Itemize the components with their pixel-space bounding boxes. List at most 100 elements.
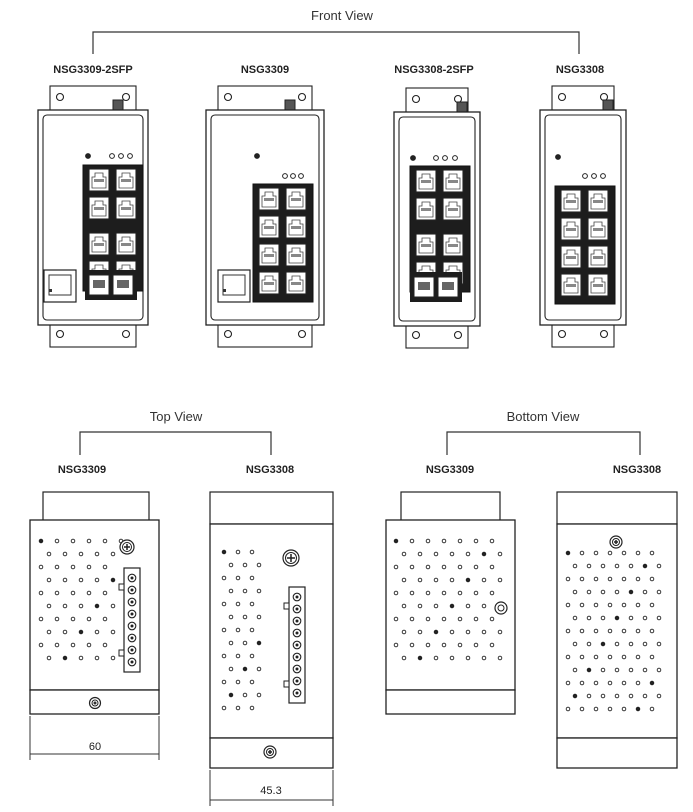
mounting-hole xyxy=(55,92,65,102)
rj45-port-pins xyxy=(593,228,603,231)
rj45-port-pins xyxy=(421,244,431,247)
bottom-view-title: Bottom View xyxy=(506,409,580,424)
rj45-port-pins xyxy=(448,244,458,247)
vent-hole xyxy=(607,654,613,660)
rj45-port-contacts xyxy=(118,236,134,253)
terminal-pin-center xyxy=(130,636,134,640)
device-nsg3308-top xyxy=(209,491,334,769)
rj45-port-pins xyxy=(264,198,274,201)
vent-hole xyxy=(649,654,655,660)
vent-hole xyxy=(441,642,447,648)
console-port-inner xyxy=(222,274,246,296)
vent-hole xyxy=(614,667,620,673)
vent-hole xyxy=(621,706,627,712)
status-led xyxy=(452,155,458,161)
vent-hole xyxy=(621,628,627,634)
vent-hole xyxy=(235,601,241,607)
vent-hole xyxy=(621,550,627,556)
vent-hole xyxy=(70,564,76,570)
vent-hole xyxy=(593,550,599,556)
rj45-port-pins xyxy=(593,200,603,203)
vent-hole xyxy=(54,616,60,622)
vent-hole xyxy=(62,551,68,557)
vent-hole xyxy=(401,551,407,557)
vent-hole xyxy=(572,693,578,699)
terminal-pin-center xyxy=(295,607,299,611)
mounting-hole xyxy=(411,94,421,104)
vent-hole xyxy=(465,551,471,557)
vent-hole xyxy=(621,602,627,608)
vent-hole xyxy=(86,590,92,596)
vent-hole xyxy=(46,551,52,557)
vent-hole xyxy=(102,616,108,622)
mounting-hole xyxy=(557,329,567,339)
vent-hole xyxy=(94,551,100,557)
vent-hole xyxy=(62,655,68,661)
sfp-port-cage xyxy=(93,280,105,288)
screw-icon-slot xyxy=(93,701,97,705)
vent-hole xyxy=(473,642,479,648)
rj45-port-pins xyxy=(264,282,274,285)
vent-hole xyxy=(497,577,503,583)
rj45-port-pins xyxy=(121,179,131,182)
vent-hole xyxy=(572,589,578,595)
vent-hole xyxy=(433,655,439,661)
terminal-pin-center xyxy=(295,655,299,659)
status-led xyxy=(410,155,416,161)
vent-hole xyxy=(473,538,479,544)
vent-hole xyxy=(425,616,431,622)
front-view-bracket xyxy=(92,31,580,54)
device-bottom-end xyxy=(385,689,516,715)
status-led xyxy=(600,173,606,179)
mounting-ear-top xyxy=(217,85,313,113)
vent-hole xyxy=(465,655,471,661)
vent-hole xyxy=(565,628,571,634)
vent-hole xyxy=(70,538,76,544)
rj45-port-contacts xyxy=(445,201,461,218)
vent-hole xyxy=(614,641,620,647)
vent-hole xyxy=(409,538,415,544)
vent-hole xyxy=(465,577,471,583)
vent-hole xyxy=(565,654,571,660)
vent-hole xyxy=(433,577,439,583)
vent-hole xyxy=(449,629,455,635)
status-led xyxy=(298,173,304,179)
rj45-port-pins xyxy=(566,256,576,259)
vent-hole xyxy=(94,629,100,635)
mounting-hole xyxy=(223,92,233,102)
width-dimension-60: 60 xyxy=(88,741,102,753)
vent-hole xyxy=(497,655,503,661)
vent-hole xyxy=(235,705,241,711)
sfp-port-cage xyxy=(117,280,129,288)
vent-hole xyxy=(489,538,495,544)
vent-hole xyxy=(621,576,627,582)
vent-hole xyxy=(579,680,585,686)
vent-hole xyxy=(586,641,592,647)
device-nsg3308-front xyxy=(539,85,627,348)
status-led xyxy=(555,154,561,160)
vent-hole xyxy=(649,550,655,556)
sfp-port-cage xyxy=(442,282,454,290)
rj45-port-contacts xyxy=(91,200,107,217)
vent-hole xyxy=(586,589,592,595)
vent-hole xyxy=(572,563,578,569)
vent-hole xyxy=(656,693,662,699)
vent-hole xyxy=(579,602,585,608)
vent-hole xyxy=(593,680,599,686)
vent-hole xyxy=(417,603,423,609)
vent-hole xyxy=(221,601,227,607)
top-view-bracket xyxy=(79,431,272,455)
vent-hole xyxy=(70,616,76,622)
device-nsg3308-bottom xyxy=(556,491,678,769)
vent-hole xyxy=(565,706,571,712)
rj45-port-contacts xyxy=(418,237,434,254)
status-led xyxy=(433,155,439,161)
vent-hole xyxy=(425,538,431,544)
vent-hole xyxy=(593,628,599,634)
vent-hole xyxy=(600,589,606,595)
vent-hole xyxy=(628,667,634,673)
vent-hole xyxy=(565,680,571,686)
rj45-port-contacts xyxy=(590,193,606,210)
vent-hole xyxy=(38,538,44,544)
vent-hole xyxy=(62,629,68,635)
